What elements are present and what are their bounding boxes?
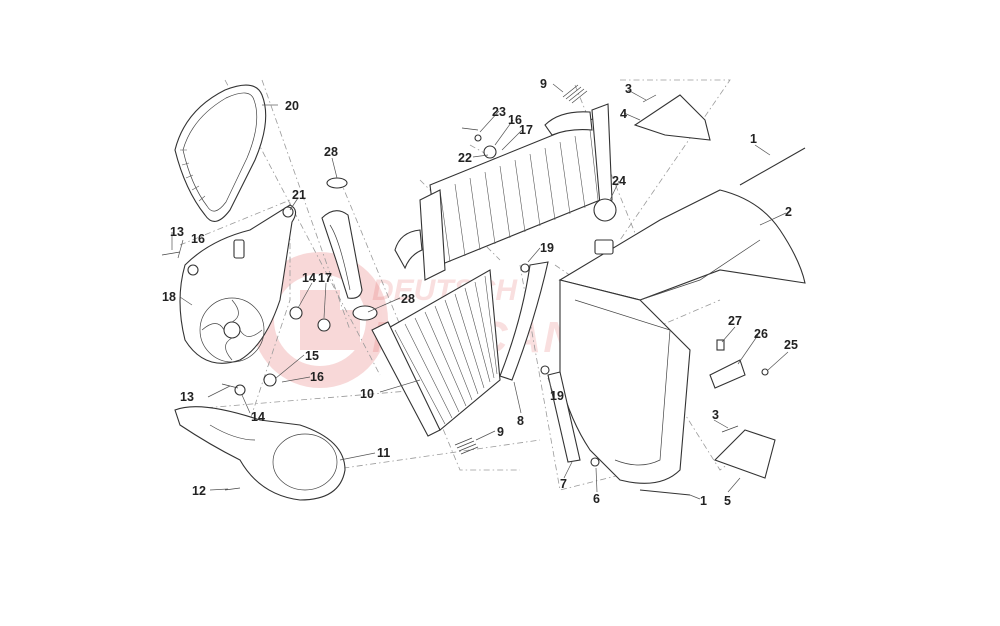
callout-17: 17 (519, 123, 533, 137)
callout-28: 28 (401, 292, 415, 306)
callout-22: 22 (458, 151, 472, 165)
clip-27 (716, 339, 725, 351)
callout-6: 6 (593, 492, 600, 506)
callout-25: 25 (784, 338, 798, 352)
callout-20: 20 (285, 99, 299, 113)
rod-lower (639, 489, 691, 496)
callout-9: 9 (540, 77, 547, 91)
callout-27: 27 (728, 314, 742, 328)
callout-10: 10 (360, 387, 374, 401)
callout-26: 26 (754, 327, 768, 341)
cover-lower (713, 429, 776, 479)
callout-12: 12 (192, 484, 206, 498)
small-hose-left (499, 261, 549, 381)
callout-3: 3 (712, 408, 719, 422)
callout-7: 7 (560, 477, 567, 491)
fasteners (161, 94, 769, 491)
callout-1: 1 (700, 494, 707, 508)
callout-23: 23 (492, 105, 506, 119)
callout-24: 24 (612, 174, 626, 188)
callout-8: 8 (517, 414, 524, 428)
fan-shroud (174, 406, 346, 501)
callout-9: 9 (497, 425, 504, 439)
callout-11: 11 (377, 446, 390, 460)
spring-top (562, 84, 588, 104)
spring-bottom (454, 437, 479, 455)
rod-upper (739, 147, 806, 186)
callout-28: 28 (324, 145, 338, 159)
callout-14: 14 (251, 410, 265, 424)
callout-13: 13 (170, 225, 184, 239)
belt-part (174, 84, 267, 222)
callout-16: 16 (191, 232, 205, 246)
callout-19: 19 (540, 241, 554, 255)
callout-13: 13 (180, 390, 194, 404)
callout-1: 1 (750, 132, 757, 146)
side-fairing (558, 189, 806, 484)
upper-hose (321, 177, 378, 321)
callout-21: 21 (292, 188, 306, 202)
callout-16: 16 (508, 113, 522, 127)
callout-16: 16 (310, 370, 324, 384)
callout-15: 15 (305, 349, 319, 363)
callout-3: 3 (625, 82, 632, 96)
callout-18: 18 (162, 290, 176, 304)
small-hose-right (547, 371, 581, 463)
fan-assembly (179, 204, 297, 364)
bracket-26 (709, 359, 746, 389)
callout-labels: 20 21 13 16 18 14 17 28 28 15 16 13 14 1… (162, 77, 798, 508)
callout-2: 2 (785, 205, 792, 219)
callout-5: 5 (724, 494, 731, 508)
cover-upper (633, 94, 711, 141)
callout-4: 4 (620, 107, 627, 121)
upper-radiator (394, 103, 613, 281)
callout-19: 19 (550, 389, 564, 403)
lower-radiator (371, 269, 501, 437)
callout-14: 14 (302, 271, 316, 285)
leader-lines (171, 83, 789, 500)
callout-17: 17 (318, 271, 332, 285)
